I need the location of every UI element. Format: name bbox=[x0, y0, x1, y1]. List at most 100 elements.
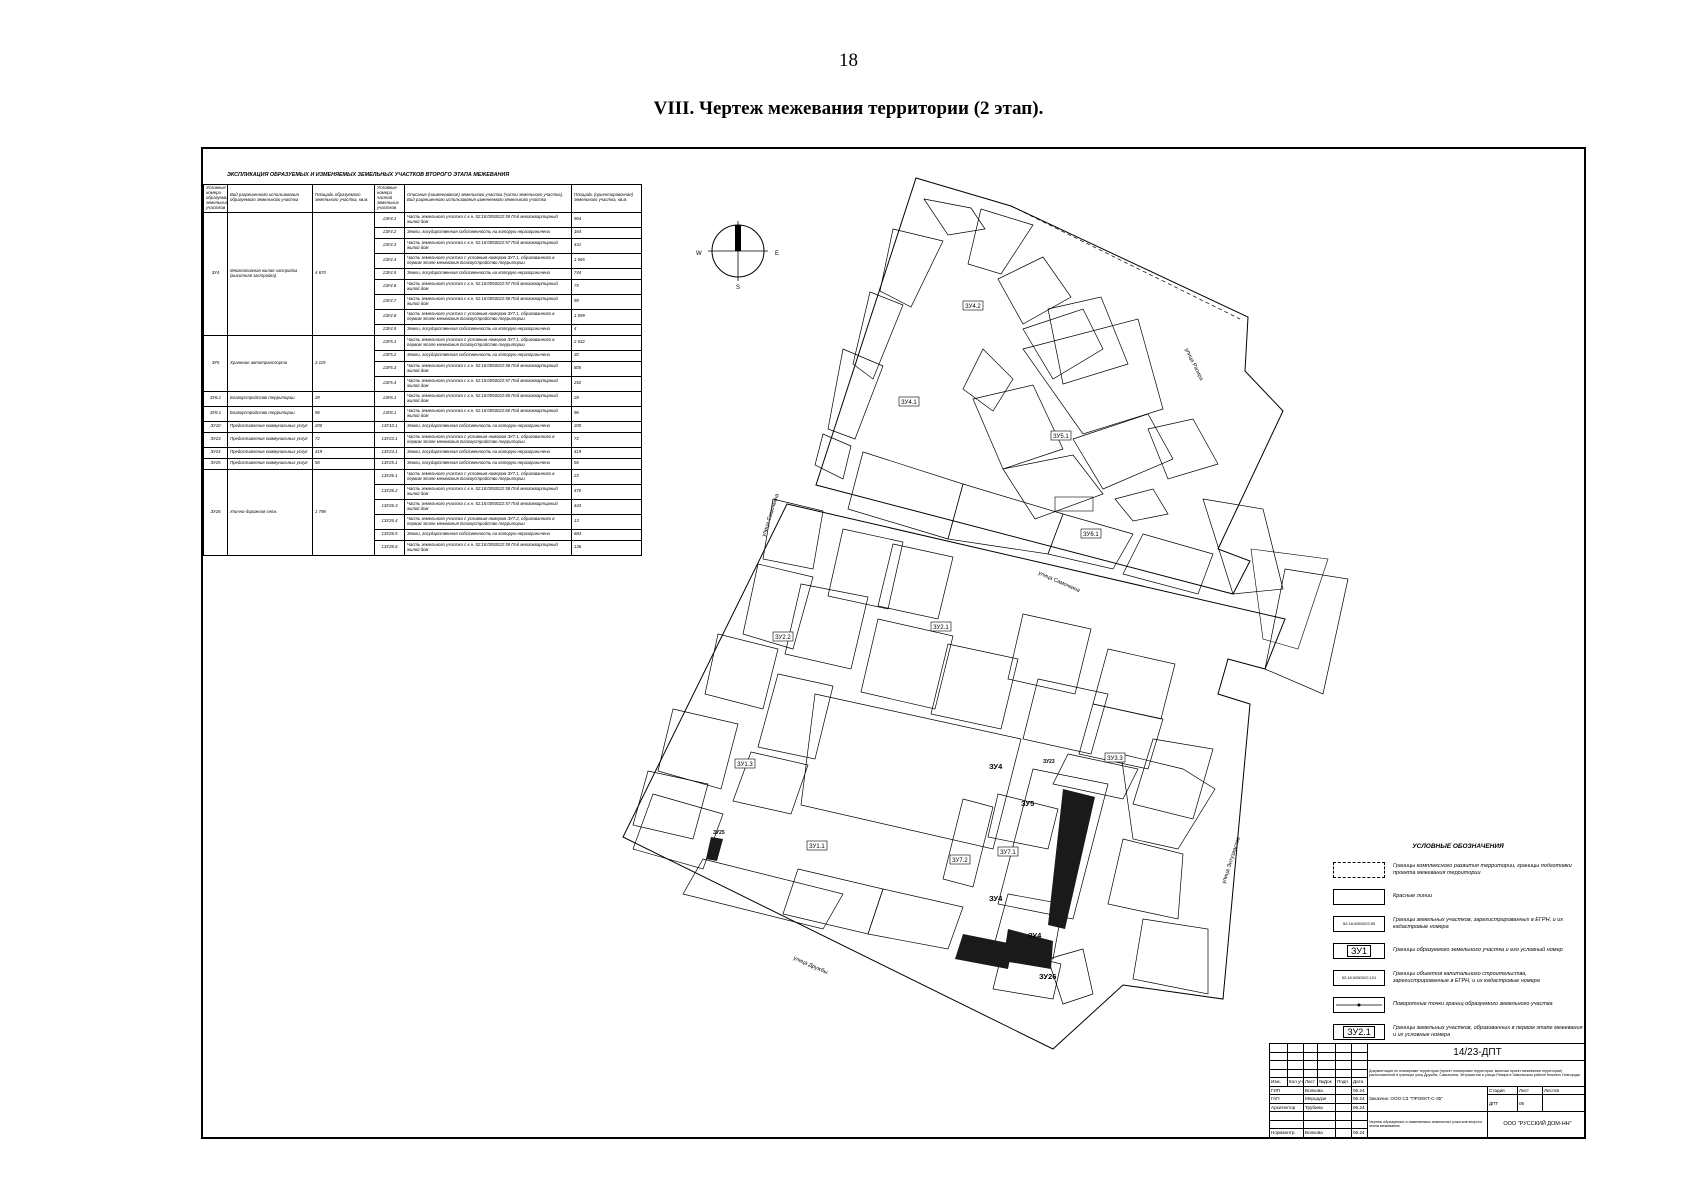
legend-item: Поворотные точки границ образуемого земе… bbox=[1333, 991, 1583, 1018]
tb-name: Трубина bbox=[1303, 1102, 1336, 1112]
tb-name: Волкова bbox=[1303, 1128, 1336, 1137]
legend-item: ЗУ2.1 Границы земельных участков, образо… bbox=[1333, 1018, 1583, 1045]
turning-point-symbol bbox=[1333, 996, 1385, 1013]
plot-label: ЗУ4.2 bbox=[965, 304, 981, 310]
compass-east: E bbox=[775, 251, 779, 257]
plot-label: ЗУ2.2 bbox=[775, 635, 791, 641]
plot-label: ЗУ4.1 bbox=[901, 400, 917, 406]
formed-plot-symbol: ЗУ1 bbox=[1333, 942, 1385, 959]
plot-label-zu26: ЗУ26 bbox=[1039, 972, 1056, 981]
table-cell: 1 798 bbox=[312, 468, 375, 556]
legend-item: Красные линии bbox=[1333, 883, 1583, 910]
legend-item: 52:18:0050022:59 Границы земельных участ… bbox=[1333, 910, 1583, 937]
north-block bbox=[814, 177, 1284, 595]
building-symbol: 52:18:0050022:101 bbox=[1333, 969, 1385, 986]
table-cell: 4 670 bbox=[312, 211, 375, 336]
plot-label: ЗУ1.3 bbox=[737, 762, 753, 768]
page-number: 18 bbox=[839, 50, 858, 71]
site-plan-map: W E S bbox=[622, 177, 1349, 1050]
plot-label: ЗУ2.1 bbox=[933, 625, 949, 631]
tb-date: 06.24 bbox=[1351, 1085, 1368, 1095]
page-title: VIII. Чертеж межевания территории (2 эта… bbox=[653, 98, 1044, 119]
tb-head: Лист bbox=[1303, 1077, 1318, 1087]
table-cell: Часть земельного участка с к.н. 52:18:00… bbox=[404, 539, 572, 556]
table-cell: 1 099 bbox=[571, 308, 642, 325]
explication-table: Условные номера образуемых земельных уча… bbox=[203, 184, 642, 556]
tb-role: Нормконтр. bbox=[1269, 1128, 1304, 1137]
plot-label-zu4: ЗУ4 bbox=[1028, 931, 1042, 940]
col-header: Площадь (ориентировочная) земельного уча… bbox=[571, 184, 642, 213]
table-cell: Улично-дорожная сеть bbox=[227, 468, 313, 556]
legend-text: Границы комплексного развития территории… bbox=[1393, 862, 1572, 876]
compass-west: W bbox=[696, 251, 702, 257]
col-header: Площадь образуемого земельного участка, … bbox=[312, 184, 375, 213]
tb-date: 06.24 bbox=[1351, 1102, 1368, 1112]
plot-label: ЗУ3.3 bbox=[1107, 756, 1123, 762]
legend-title: УСЛОВНЫЕ ОБОЗНАЧЕНИЯ bbox=[1412, 843, 1504, 850]
tb-head: Кол.уч bbox=[1287, 1077, 1304, 1087]
drawing-sheet: ЭКСПЛИКАЦИЯ ОБРАЗУЕМЫХ И ИЗМЕНЯЕМЫХ ЗЕМЕ… bbox=[201, 147, 1586, 1139]
legend-item: Границы комплексного развития территории… bbox=[1333, 856, 1583, 883]
street-samochkina-west: улица Самочкина bbox=[761, 492, 781, 537]
legend-item: 52:18:0050022:101 Границы объектов капит… bbox=[1333, 964, 1583, 991]
title-block: 14/23-ДПТ Документация по планировке тер… bbox=[1269, 1043, 1584, 1137]
formed-plot-symbol-label: ЗУ1 bbox=[1346, 944, 1372, 957]
tb-drawing: Чертеж образуемых и изменяемых земельных… bbox=[1367, 1111, 1488, 1137]
table-cell: Часть земельного участка с к.н. 52:18:00… bbox=[404, 360, 572, 377]
tb-head: Изм. bbox=[1269, 1077, 1288, 1087]
col-header: Условные номера частей земельных участко… bbox=[374, 184, 405, 213]
legend-text: Границы образуемого земельного участка и… bbox=[1393, 947, 1563, 954]
plot-label-zu5: ЗУ5 bbox=[1021, 799, 1034, 808]
table-cell: 136 bbox=[571, 539, 642, 556]
tb-head: Дата bbox=[1351, 1077, 1368, 1087]
table-cell: Хранение автотранспорта bbox=[227, 334, 313, 392]
south-block bbox=[622, 498, 1349, 1050]
legend-text: Границы земельных участков, зарегистриро… bbox=[1393, 916, 1564, 930]
doc-description: Документация по планировке территории (п… bbox=[1367, 1060, 1584, 1087]
tb-name: Волкова bbox=[1303, 1085, 1336, 1095]
formed-plot-hatching bbox=[706, 789, 1095, 969]
tb-role: Архитектор bbox=[1269, 1102, 1304, 1112]
explication-title: ЭКСПЛИКАЦИЯ ОБРАЗУЕМЫХ И ИЗМЕНЯЕМЫХ ЗЕМЕ… bbox=[227, 172, 510, 178]
plot-label: ЗУ6.1 bbox=[1083, 532, 1099, 538]
tb-stage-head: Листов bbox=[1542, 1085, 1584, 1095]
stage1-plot-symbol: ЗУ2.1 bbox=[1333, 1023, 1385, 1040]
doc-code: 14/23-ДПТ bbox=[1367, 1043, 1584, 1061]
street-samochkina: улица Самочкина bbox=[1037, 570, 1081, 594]
legend-text: Поворотные точки границ образуемого земе… bbox=[1393, 1001, 1553, 1008]
tb-role: ГИП bbox=[1269, 1085, 1304, 1095]
col-header: Условные номера образуемых земельных уча… bbox=[203, 184, 228, 213]
compass-icon: W E S bbox=[696, 221, 779, 291]
legend-item: ЗУ1 Границы образуемого земельного участ… bbox=[1333, 937, 1583, 964]
plot-label: ЗУ7.2 bbox=[952, 858, 968, 864]
tb-head: №Док bbox=[1317, 1077, 1336, 1087]
cadastral-symbol: 52:18:0050022:59 bbox=[1333, 915, 1385, 932]
tb-role: ГАП bbox=[1269, 1094, 1304, 1104]
tb-name: Мерцадзе bbox=[1303, 1094, 1336, 1104]
dashed-border-symbol bbox=[1333, 861, 1385, 878]
street-druzhby: улица Дружбы bbox=[792, 955, 828, 976]
tb-stage: ДПТ bbox=[1487, 1094, 1518, 1112]
legend-text: Границы объектов капитального строительс… bbox=[1393, 970, 1540, 984]
plot-label: ЗУ7.1 bbox=[1000, 850, 1016, 856]
table-cell: ЗУ26 bbox=[203, 468, 228, 556]
plot-label-zu23: ЗУ23 bbox=[1043, 759, 1055, 765]
tb-org: ООО "РУССКИЙ ДОМ-НН" bbox=[1487, 1111, 1584, 1137]
tb-date: 06.24 bbox=[1351, 1094, 1368, 1104]
plot-label-zu4: ЗУ4 bbox=[989, 762, 1003, 771]
tb-head: Подп. bbox=[1335, 1077, 1352, 1087]
tb-stage-head: Стадия bbox=[1487, 1085, 1518, 1095]
tb-stage-head: Лист bbox=[1517, 1085, 1543, 1095]
legend-text: Границы земельных участков, образованных… bbox=[1393, 1024, 1583, 1038]
plot-label-zu25: ЗУ25 bbox=[713, 830, 725, 836]
